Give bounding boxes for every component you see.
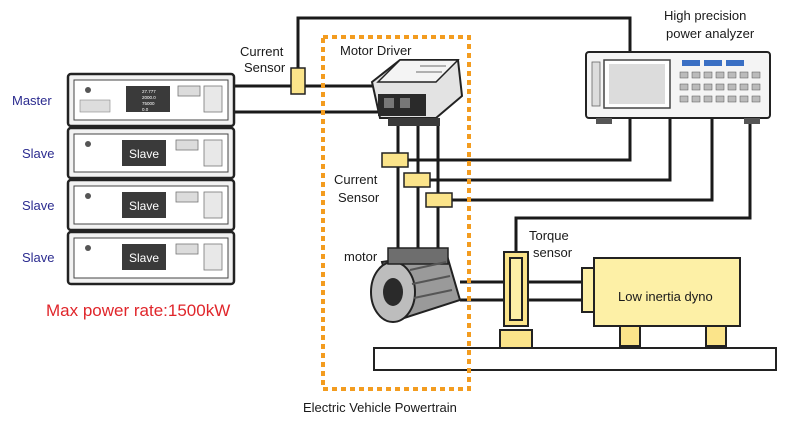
analyzer-label-line2: power analyzer (666, 26, 755, 41)
dyno-label: Low inertia dyno (618, 289, 713, 304)
current-sensor-mid-label-line2: Sensor (338, 190, 380, 205)
motor-icon (370, 247, 462, 323)
role-label-master: Master (12, 93, 52, 108)
master-display-value: 27.777 (142, 89, 156, 94)
slave-screen-label: Slave (129, 199, 159, 213)
role-label-slave-1: Slave (22, 146, 55, 161)
role-label-slave-3: Slave (22, 250, 55, 265)
torque-sensor-label-line2: sensor (533, 245, 573, 260)
current-sensor-top-label-line1: Current (240, 44, 284, 59)
slave-screen-label: Slave (129, 147, 159, 161)
rack-power-supply-icon: 27.777 2000.0 75000 0.0 Slave Slave (66, 72, 236, 286)
slave-screen-label: Slave (129, 251, 159, 265)
current-sensor-mid-label-line1: Current (334, 172, 378, 187)
role-label-slave-2: Slave (22, 198, 55, 213)
max-power-label: Max power rate:1500kW (46, 301, 231, 320)
master-display-value: 0.0 (142, 107, 149, 112)
motor-driver-label: Motor Driver (340, 43, 412, 58)
current-sensor-top-label-line2: Sensor (244, 60, 286, 75)
master-display-value: 2000.0 (142, 95, 156, 100)
power-analyzer-icon (585, 51, 771, 124)
wiring (234, 16, 752, 302)
master-display-value: 75000 (142, 101, 155, 106)
slave-unit-2: Slave (66, 178, 236, 232)
motor-label: motor (344, 249, 378, 264)
base-rail (373, 347, 777, 371)
powertrain-label: Electric Vehicle Powertrain (303, 400, 457, 415)
motor-driver-icon (370, 59, 464, 126)
master-unit: 27.777 2000.0 75000 0.0 (66, 72, 236, 128)
slave-unit-3: Slave (66, 230, 236, 286)
torque-sensor-icon (499, 251, 533, 349)
current-sensor-icon (290, 67, 453, 208)
powertrain-boundary (321, 35, 471, 391)
analyzer-label-line1: High precision (664, 8, 747, 23)
dyno-icon (581, 257, 741, 347)
slave-unit-1: Slave (66, 126, 236, 180)
torque-sensor-label-line1: Torque (529, 228, 569, 243)
